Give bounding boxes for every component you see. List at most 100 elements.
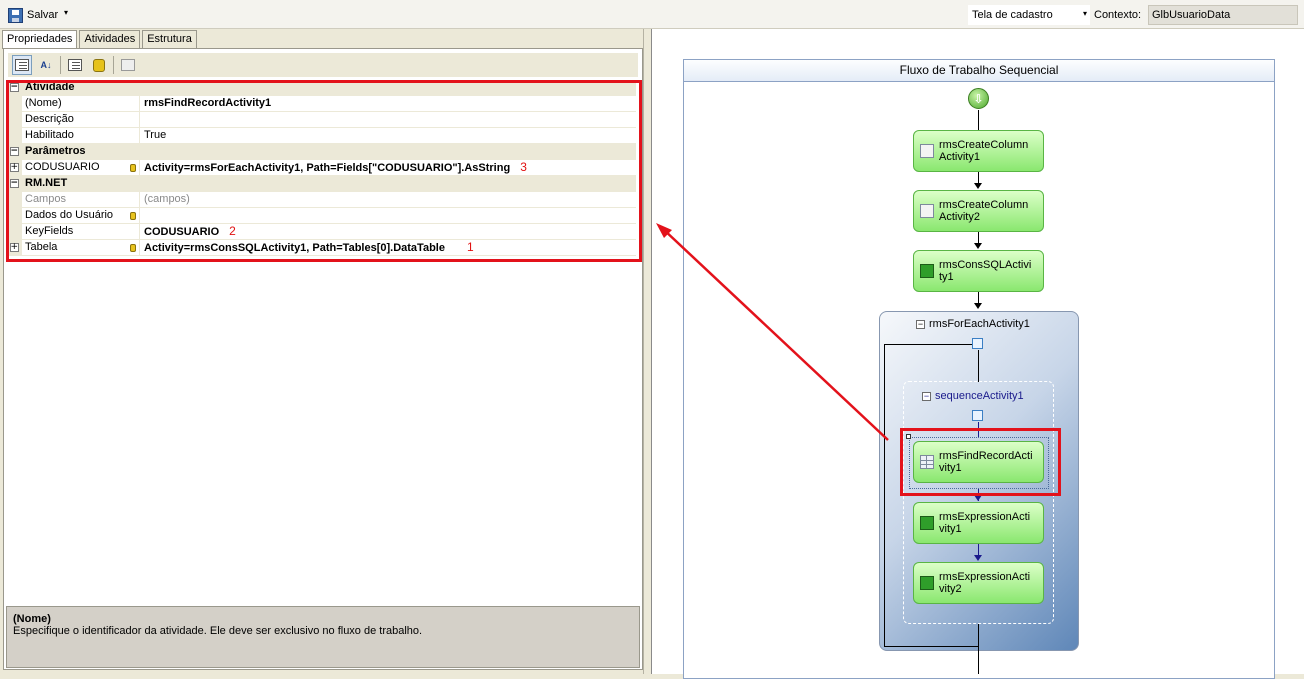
screen-select-value: Tela de cadastro [972, 9, 1053, 21]
events-view-button[interactable] [89, 55, 109, 75]
tab-estrutura[interactable]: Estrutura [142, 30, 197, 48]
create-column-icon [920, 204, 934, 218]
activity-label: rmsExpressionActi vity2 [939, 571, 1031, 595]
property-row-habilitado[interactable]: Habilitado True [6, 128, 636, 144]
property-name-cell: Dados do Usuário [22, 208, 140, 223]
loop-connector-icon [972, 338, 983, 349]
connector-line [978, 544, 979, 556]
row-gutter [6, 128, 22, 143]
bind-icon[interactable] [130, 164, 136, 172]
collapse-icon[interactable]: − [916, 318, 925, 329]
properties-toolbar: A↓ [8, 53, 638, 77]
foreach-label: rmsForEachActivity1 [929, 318, 1030, 330]
sequence-header[interactable]: − sequenceActivity1 [922, 390, 1024, 402]
category-parametros[interactable]: − Parâmetros [6, 144, 636, 160]
property-value-habilitado[interactable]: True [144, 129, 167, 141]
connector-line [978, 110, 979, 130]
expand-icon: + [6, 160, 22, 175]
alphabetical-button[interactable]: A↓ [36, 55, 56, 75]
context-field[interactable]: GlbUsuarioData [1148, 5, 1298, 25]
activity-label: rmsExpressionActi vity1 [939, 511, 1031, 535]
connector-arrow [974, 303, 982, 309]
row-gutter [6, 208, 22, 223]
connector-line [978, 172, 979, 184]
categorized-button[interactable] [12, 55, 32, 75]
property-row-codusuario[interactable]: + CODUSUARIO Activity=rmsForEachActivity… [6, 160, 636, 176]
save-dropdown-arrow-icon[interactable]: ▾ [64, 8, 69, 17]
insert-point-icon[interactable] [972, 410, 983, 421]
properties-list-icon [68, 59, 82, 71]
property-row-tabela[interactable]: + Tabela Activity=rmsConsSQLActivity1, P… [6, 240, 636, 256]
row-gutter [6, 96, 22, 111]
row-gutter [6, 224, 22, 239]
description-title: (Nome) [13, 613, 51, 625]
sequence-label: sequenceActivity1 [935, 390, 1024, 402]
expand-icon: + [6, 240, 22, 255]
properties-view-button[interactable] [65, 55, 85, 75]
property-value-codusuario[interactable]: Activity=rmsForEachActivity1, Path=Field… [140, 160, 636, 175]
property-name: CODUSUARIO [25, 161, 100, 173]
sort-az-icon: A↓ [40, 60, 52, 70]
create-column-icon [920, 144, 934, 158]
annotation-arrow [656, 223, 889, 441]
connector-arrow [974, 495, 982, 501]
arrow-head [656, 223, 672, 238]
workflow-title: Fluxo de Trabalho Sequencial [683, 59, 1275, 82]
activity-create-column-2[interactable]: rmsCreateColumn Activity2 [913, 190, 1044, 232]
selection-handle[interactable] [906, 434, 911, 439]
activity-cons-sql[interactable]: rmsConsSQLActivi ty1 [913, 250, 1044, 292]
activity-label: rmsCreateColumn Activity2 [939, 199, 1029, 223]
screen-select[interactable]: Tela de cadastro ▾ [968, 5, 1090, 25]
activity-find-record[interactable]: rmsFindRecordActi vity1 [913, 441, 1044, 483]
tab-propriedades[interactable]: Propriedades [2, 30, 78, 49]
description-box: (Nome) Especifique o identificador da at… [6, 606, 640, 668]
connector-line [978, 232, 979, 244]
toolbar-separator [60, 56, 61, 74]
context-label: Contexto: [1094, 9, 1142, 21]
splitter[interactable] [643, 29, 651, 674]
category-atividade[interactable]: − Atividade [6, 80, 636, 96]
property-value-nome[interactable]: rmsFindRecordActivity1 [144, 97, 272, 109]
property-grid: − Atividade (Nome) rmsFindRecordActivity… [6, 80, 636, 256]
row-gutter [6, 192, 22, 207]
connector-arrow [974, 183, 982, 189]
events-icon [93, 58, 105, 72]
sequence-container[interactable] [903, 381, 1054, 624]
bind-icon[interactable] [130, 212, 136, 220]
tab-atividades[interactable]: Atividades [79, 30, 141, 48]
activity-create-column-1[interactable]: rmsCreateColumn Activity1 [913, 130, 1044, 172]
annotation-number: 2 [229, 224, 236, 238]
bind-icon[interactable] [130, 244, 136, 252]
property-name: Descrição [22, 112, 140, 127]
expression-icon [920, 576, 934, 590]
property-row-campos[interactable]: Campos (campos) [6, 192, 636, 208]
collapse-icon[interactable]: − [922, 390, 931, 401]
property-name: KeyFields [22, 224, 140, 239]
panel-tabs: Propriedades Atividades Estrutura [2, 30, 199, 49]
connector-line [978, 624, 979, 674]
property-value-campos: (campos) [144, 193, 190, 205]
activity-label: rmsConsSQLActivi ty1 [939, 259, 1032, 283]
property-pages-button[interactable] [118, 55, 138, 75]
property-row-nome[interactable]: (Nome) rmsFindRecordActivity1 [6, 96, 636, 112]
activity-expression-1[interactable]: rmsExpressionActi vity1 [913, 502, 1044, 544]
property-row-dados-usuario[interactable]: Dados do Usuário [6, 208, 636, 224]
start-node-icon[interactable]: ⇩ [968, 88, 989, 109]
connector-arrow [974, 555, 982, 561]
activity-expression-2[interactable]: rmsExpressionActi vity2 [913, 562, 1044, 604]
save-button[interactable]: Salvar [6, 5, 60, 25]
find-record-icon [920, 455, 934, 469]
category-rmnet[interactable]: − RM.NET [6, 176, 636, 192]
property-row-descricao[interactable]: Descrição [6, 112, 636, 128]
description-text: Especifique o identificador da atividade… [13, 625, 423, 637]
property-value-tabela[interactable]: Activity=rmsConsSQLActivity1, Path=Table… [140, 240, 636, 255]
foreach-header[interactable]: − rmsForEachActivity1 [916, 318, 1030, 330]
collapse-icon: − [6, 80, 22, 95]
selection-frame [909, 437, 1049, 489]
activity-label: rmsFindRecordActi vity1 [939, 450, 1033, 474]
property-name: Tabela [25, 241, 58, 253]
collapse-icon: − [6, 176, 22, 191]
property-name: (Nome) [22, 96, 140, 111]
